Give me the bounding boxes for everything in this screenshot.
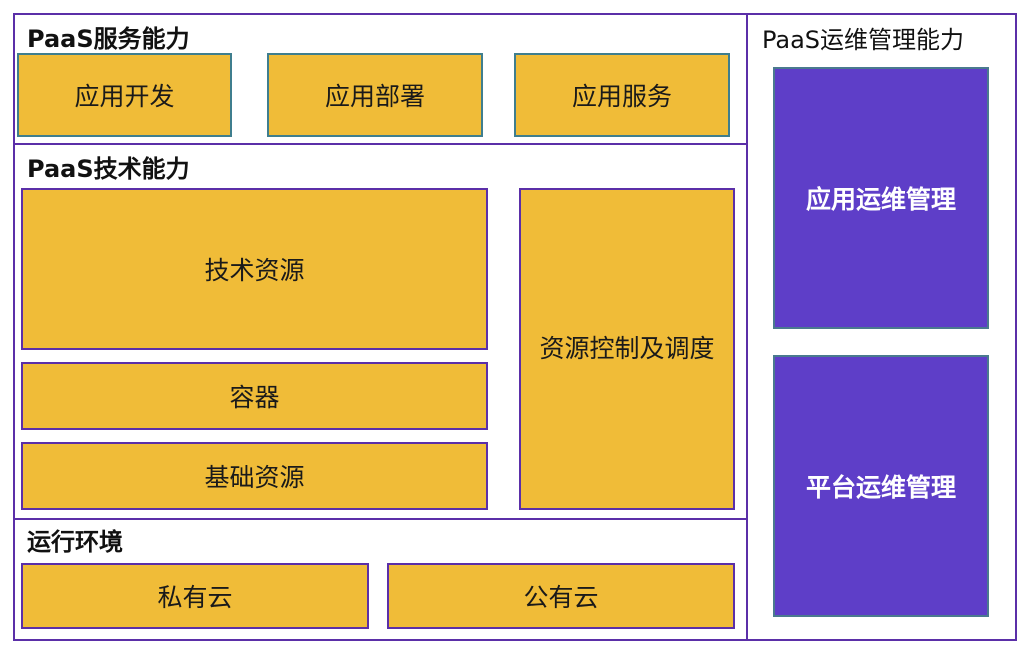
service-section-title: PaaS服务能力 bbox=[27, 25, 190, 53]
ops-section-title: PaaS运维管理能力 bbox=[762, 26, 965, 54]
tech-section-title: PaaS技术能力 bbox=[27, 155, 190, 183]
app-ops-box: 应用运维管理 bbox=[773, 67, 989, 329]
container-box: 容器 bbox=[21, 362, 488, 430]
runtime-section-title: 运行环境 bbox=[27, 528, 123, 556]
platform-ops-box: 平台运维管理 bbox=[773, 355, 989, 617]
app-develop-box: 应用开发 bbox=[17, 53, 232, 137]
public-cloud-box: 公有云 bbox=[387, 563, 735, 629]
tech-resource-box: 技术资源 bbox=[21, 188, 488, 350]
resource-scheduling-box: 资源控制及调度 bbox=[519, 188, 735, 510]
base-resource-box: 基础资源 bbox=[21, 442, 488, 510]
private-cloud-box: 私有云 bbox=[21, 563, 369, 629]
app-service-box: 应用服务 bbox=[514, 53, 730, 137]
ops-section bbox=[746, 13, 1017, 641]
app-deploy-box: 应用部署 bbox=[267, 53, 483, 137]
